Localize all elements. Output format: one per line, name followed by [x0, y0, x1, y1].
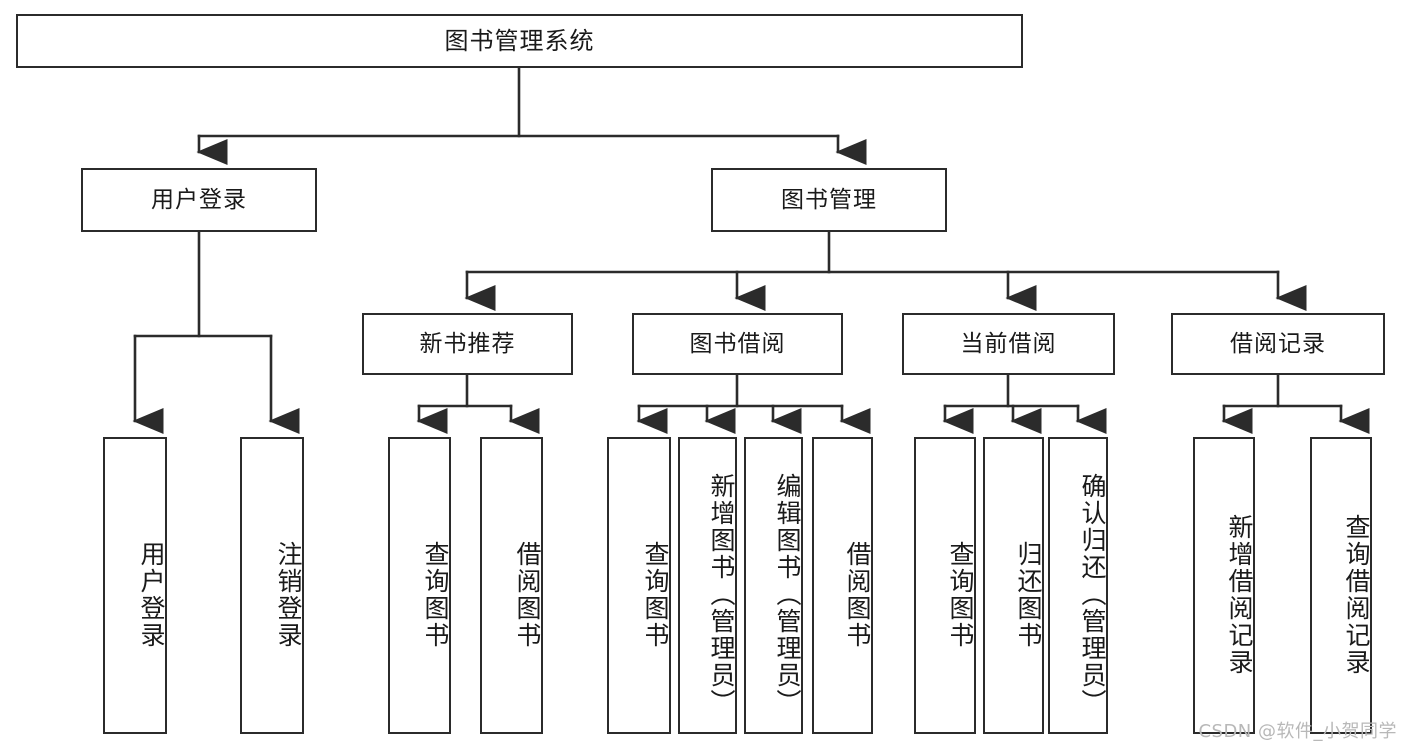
- node-label: 查询借阅记录: [1342, 513, 1371, 676]
- leaf-borrow-book[interactable]: 借阅图书: [812, 437, 873, 734]
- node-label: 用户登录: [151, 186, 247, 213]
- node-label: 编辑图书（管理员）: [773, 473, 802, 716]
- leaf-user-login[interactable]: 用户登录: [103, 437, 167, 734]
- node-label: 注销登录: [274, 540, 303, 649]
- leaf-add-borrow-record[interactable]: 新增借阅记录: [1193, 437, 1255, 734]
- node-book-borrow[interactable]: 图书借阅: [632, 313, 843, 375]
- node-label: 归还图书: [1014, 540, 1043, 649]
- leaf-confirm-return[interactable]: 确认归还（管理员）: [1048, 437, 1108, 734]
- node-label: 确认归还（管理员）: [1078, 473, 1107, 716]
- leaf-return-book[interactable]: 归还图书: [983, 437, 1044, 734]
- leaf-query-borrow-record[interactable]: 查询借阅记录: [1310, 437, 1372, 734]
- leaf-edit-book[interactable]: 编辑图书（管理员）: [744, 437, 803, 734]
- node-label: 借阅图书: [843, 540, 872, 649]
- leaf-user-logout[interactable]: 注销登录: [240, 437, 304, 734]
- node-user-login[interactable]: 用户登录: [81, 168, 317, 232]
- leaf-borrow-book-recommend[interactable]: 借阅图书: [480, 437, 543, 734]
- node-label: 图书管理系统: [444, 27, 595, 55]
- node-borrow-record[interactable]: 借阅记录: [1171, 313, 1385, 375]
- node-label: 新增图书（管理员）: [707, 473, 736, 716]
- node-label: 查询图书: [946, 540, 975, 649]
- node-label: 图书借阅: [689, 330, 786, 357]
- csdn-watermark: CSDN @软件_小贺同学: [1198, 721, 1397, 742]
- node-root-system[interactable]: 图书管理系统: [16, 14, 1023, 68]
- node-label: 借阅记录: [1230, 330, 1326, 357]
- node-label: 查询图书: [421, 540, 450, 649]
- node-label: 新书推荐: [419, 330, 516, 357]
- node-book-manage[interactable]: 图书管理: [711, 168, 947, 232]
- node-label: 图书管理: [781, 186, 877, 213]
- node-label: 用户登录: [137, 540, 166, 649]
- node-new-book-recommend[interactable]: 新书推荐: [362, 313, 573, 375]
- leaf-query-book-recommend[interactable]: 查询图书: [388, 437, 451, 734]
- leaf-query-book-borrow[interactable]: 查询图书: [607, 437, 671, 734]
- node-label: 查询图书: [641, 540, 670, 649]
- node-label: 借阅图书: [513, 540, 542, 649]
- node-label: 新增借阅记录: [1225, 513, 1254, 676]
- leaf-query-book-current[interactable]: 查询图书: [914, 437, 976, 734]
- node-label: 当前借阅: [960, 330, 1057, 357]
- node-current-borrow[interactable]: 当前借阅: [902, 313, 1115, 375]
- leaf-add-book[interactable]: 新增图书（管理员）: [678, 437, 737, 734]
